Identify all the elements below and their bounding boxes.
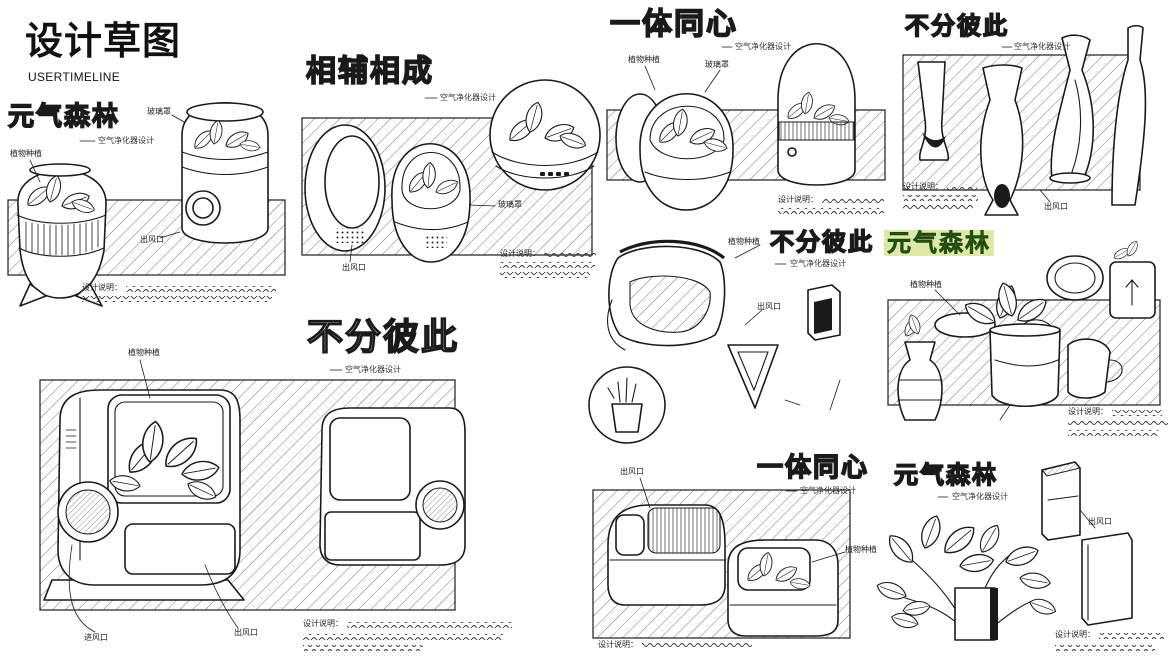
sketch-caption: 空气净化器设计	[735, 42, 791, 51]
planter-box	[954, 587, 998, 641]
triangle-purifier	[727, 344, 779, 409]
design-note: 设计说明：	[903, 182, 943, 191]
leaf	[1002, 541, 1042, 571]
sketch-yuanqi-top-left	[7, 101, 286, 307]
sphere-planter-purifier	[489, 79, 601, 191]
sketch-yiti-top	[606, 42, 886, 211]
sketch-title: 一体同心	[609, 7, 738, 42]
leaf	[938, 520, 981, 560]
leaf	[974, 521, 1005, 557]
vase-purifier-2	[980, 64, 1024, 216]
annotation-label: 植物种植	[845, 545, 877, 554]
sketch-caption: 空气净化器设计	[1014, 42, 1070, 51]
frame-purifier	[607, 239, 726, 351]
annotation-label: 进风口	[84, 633, 108, 642]
slim-purifier-1	[1041, 461, 1081, 541]
annotation-label: 玻璃罩	[147, 107, 171, 116]
sketch-yuanqi-bottom	[874, 461, 1133, 641]
sketch-title: 元气森林	[7, 102, 121, 132]
vase-purifier-3	[1049, 34, 1094, 184]
egg-shell-purifier	[304, 124, 386, 252]
annotation-label: 出风口	[757, 302, 781, 311]
vase-purifier-4	[1111, 24, 1147, 206]
sketch-caption: 空气净化器设计	[345, 365, 401, 374]
leaf	[916, 512, 946, 552]
design-note: 设计说明：	[82, 283, 122, 292]
design-note: 设计说明：	[598, 640, 638, 649]
design-note: 设计说明：	[1068, 407, 1108, 416]
leaf	[874, 577, 910, 604]
egg-planter-purifier	[391, 142, 471, 263]
sketch-title: 一体同心	[756, 453, 870, 483]
capsule-planter-purifier	[777, 42, 856, 186]
tower-purifier	[1109, 238, 1156, 319]
sketch-xiangfu	[301, 79, 601, 263]
potted-plant-inset	[588, 366, 666, 444]
egg-planter-purifier	[16, 163, 107, 307]
annotation-label: 出风口	[342, 263, 366, 272]
annotation-label: 植物种植	[10, 149, 42, 158]
kettle-purifier	[1067, 338, 1123, 399]
annotation-label: 玻璃罩	[705, 60, 729, 69]
sketch-caption: 空气净化器设计	[952, 492, 1008, 501]
annotation-label: 植物种植	[628, 55, 660, 64]
sketch-title: 不分彼此	[904, 12, 1009, 40]
annotation-label: 植物种植	[728, 237, 760, 246]
annotation-label: 出风口	[1044, 202, 1068, 211]
design-note: 设计说明：	[303, 619, 343, 628]
stacked-pot-purifier	[897, 312, 943, 421]
egg-planter-purifier	[639, 92, 734, 211]
sketch-title-highlighted: 元气森林	[884, 230, 994, 256]
box-purifier	[807, 284, 841, 341]
page-title: 设计草图	[25, 19, 182, 63]
annotation-label: 出风口	[140, 235, 164, 244]
leaf	[883, 530, 919, 568]
window-planter-purifier	[727, 539, 839, 637]
sketch-caption: 空气净化器设计	[800, 486, 856, 495]
sketch-caption: 空气净化器设计	[440, 93, 496, 102]
annotation-label: 出风口	[1088, 517, 1112, 526]
page-subtitle: USERTIMELINE	[28, 70, 121, 84]
slim-purifier-2	[1081, 532, 1133, 626]
design-note: 设计说明：	[1055, 630, 1095, 639]
sketch-bufen-top	[902, 24, 1147, 216]
sketch-caption: 空气净化器设计	[790, 259, 846, 268]
tv-planter-purifier	[43, 389, 245, 601]
design-note-scribbles	[82, 185, 1168, 651]
sketch-bufen-middle	[588, 239, 841, 444]
sketch-caption: 空气净化器设计	[98, 136, 154, 145]
drum-purifier	[607, 504, 726, 606]
sketch-title: 相辅相成	[305, 54, 434, 89]
leaf	[1018, 570, 1053, 592]
cabinet-purifier	[319, 407, 466, 566]
sketch-title: 元气森林	[893, 461, 998, 489]
design-note: 设计说明：	[500, 249, 540, 258]
design-note: 设计说明：	[778, 195, 818, 204]
annotation-label: 植物种植	[910, 280, 942, 289]
annotation-label: 植物种植	[128, 348, 160, 357]
sketch-yuanqi-cluster	[887, 238, 1161, 421]
capsule-planter-purifier	[181, 101, 269, 244]
sketch-title: 不分彼此	[769, 228, 874, 256]
vase-purifier-1	[917, 61, 950, 161]
flower-pot-purifier	[960, 280, 1061, 408]
annotation-label: 出风口	[620, 467, 644, 476]
leaf	[1027, 595, 1059, 619]
sketch-title: 不分彼此	[306, 317, 460, 358]
annotation-label: 出风口	[234, 628, 258, 637]
leaf	[957, 551, 996, 575]
annotation-label: 玻璃罩	[498, 200, 522, 209]
sketch-yiti-bottom	[592, 477, 851, 639]
sketch-bufen-large	[39, 359, 466, 633]
